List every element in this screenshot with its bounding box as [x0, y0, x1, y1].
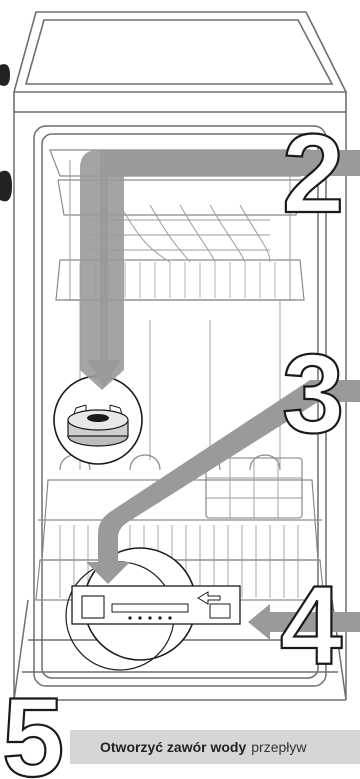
cutlery-basket	[206, 458, 302, 518]
step-number-2: 2	[282, 111, 344, 236]
step-number-3: 3	[282, 331, 344, 456]
step-number-4: 4	[280, 563, 342, 688]
instruction-text-tail: przepływ	[251, 739, 306, 755]
cropped-left-text-fragments	[0, 64, 12, 201]
instruction-banner: Otworzyć zawór wody przepływ	[70, 730, 360, 764]
instruction-text: Otworzyć zawór wody	[100, 739, 246, 755]
dishwasher-top	[14, 12, 346, 112]
filter-detail-circle	[54, 376, 142, 464]
